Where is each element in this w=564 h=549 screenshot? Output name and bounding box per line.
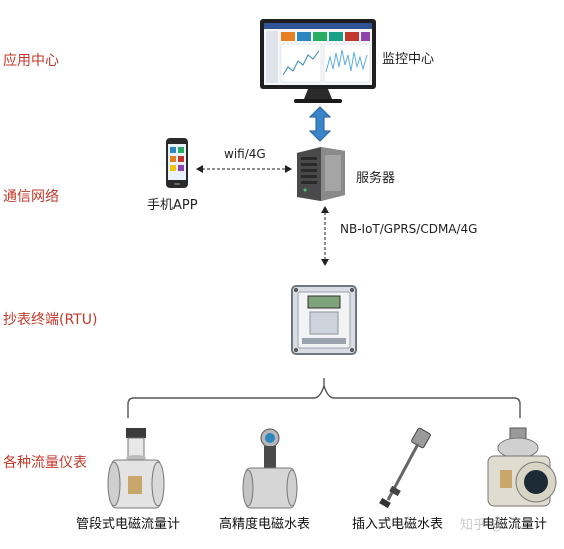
device-precision-watermeter-icon xyxy=(240,428,300,512)
watermark: 知乎 @ xyxy=(460,518,504,533)
nbiot-link-label: NB-IoT/GPRS/CDMA/4G xyxy=(340,222,478,236)
rtu-device-icon xyxy=(288,282,360,358)
layer-label-meters: 各种流量仪表 xyxy=(3,455,87,471)
monitor-label: 监控中心 xyxy=(382,52,435,67)
layer-label-comm-network: 通信网络 xyxy=(3,189,59,205)
device-insertion-watermeter-icon xyxy=(374,426,438,510)
phone-label: 手机APP xyxy=(147,198,198,213)
wifi-link-label: wifi/4G xyxy=(224,147,266,161)
wifi-link-arrow xyxy=(196,163,292,175)
device-pipe-flowmeter-icon xyxy=(104,426,168,512)
server-label: 服务器 xyxy=(356,171,396,186)
device-label-3: 插入式电磁水表 xyxy=(352,517,444,532)
device-label-4: 电磁流量计 xyxy=(482,517,548,532)
device-label-1: 管段式电磁流量计 xyxy=(76,517,181,532)
meter-bracket xyxy=(118,378,530,420)
layer-label-rtu: 抄表终端(RTU) xyxy=(3,312,98,328)
layer-label-app-center: 应用中心 xyxy=(3,53,59,69)
device-em-flowmeter-icon xyxy=(480,426,558,512)
device-label-2: 高精度电磁水表 xyxy=(219,517,311,532)
monitor-icon xyxy=(258,17,378,105)
double-arrow-icon xyxy=(308,106,332,142)
server-icon xyxy=(293,145,349,203)
nbiot-link-arrow xyxy=(319,206,331,266)
phone-icon xyxy=(165,137,189,189)
